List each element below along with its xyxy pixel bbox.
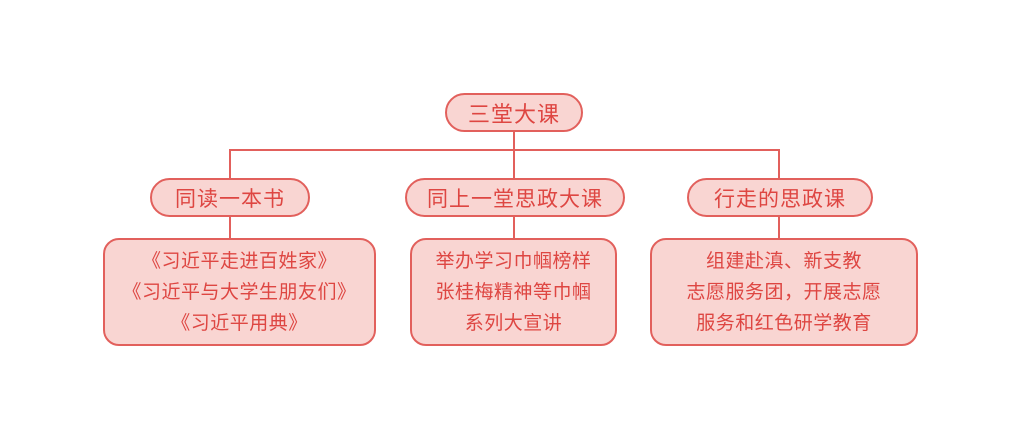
detail-box-walking-class: 组建赴滇、新支教 志愿服务团，开展志愿 服务和红色研学教育 xyxy=(650,238,918,346)
detail-box-ideology-class: 举办学习巾帼榜样 张桂梅精神等巾帼 系列大宣讲 xyxy=(410,238,617,346)
connector-middle-pill-to-box xyxy=(513,216,515,239)
detail-line: 《习近平与大学生朋友们》 xyxy=(122,281,357,303)
root-node-label: 三堂大课 xyxy=(467,101,560,127)
connector-root-to-middle xyxy=(513,131,515,178)
connector-drop-right xyxy=(778,149,780,179)
detail-line: 组建赴滇、新支教 xyxy=(705,250,862,272)
detail-line: 系列大宣讲 xyxy=(464,312,563,334)
detail-line: 张桂梅精神等巾帼 xyxy=(435,281,592,303)
detail-line: 服务和红色研学教育 xyxy=(696,312,872,334)
detail-line: 举办学习巾帼榜样 xyxy=(435,250,592,272)
connector-left-pill-to-box xyxy=(229,216,231,239)
branch-node-label: 行走的思政课 xyxy=(714,187,846,211)
connector-right-pill-to-box xyxy=(778,216,780,239)
connector-horizontal-main xyxy=(229,149,779,151)
detail-line: 《习近平走进百姓家》 xyxy=(141,250,337,272)
detail-line: 《习近平用典》 xyxy=(171,312,308,334)
detail-box-read-one-book: 《习近平走进百姓家》 《习近平与大学生朋友们》 《习近平用典》 xyxy=(103,238,376,346)
branch-node-label: 同上一堂思政大课 xyxy=(427,187,603,211)
connector-drop-left xyxy=(229,149,231,179)
branch-node-label: 同读一本书 xyxy=(175,187,285,211)
branch-node-ideology-class: 同上一堂思政大课 xyxy=(405,178,625,217)
branch-node-read-one-book: 同读一本书 xyxy=(150,178,310,217)
root-node: 三堂大课 xyxy=(445,93,583,132)
branch-node-walking-class: 行走的思政课 xyxy=(687,178,873,217)
detail-line: 志愿服务团，开展志愿 xyxy=(686,281,882,303)
